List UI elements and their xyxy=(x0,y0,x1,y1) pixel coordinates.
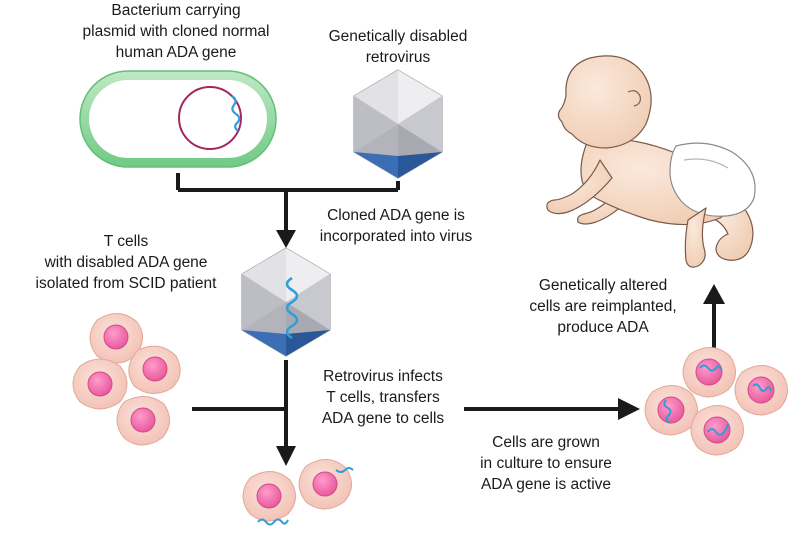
label-grown-line-1: Cells are grown xyxy=(492,434,600,451)
label-retrovirus-line-2: retrovirus xyxy=(366,49,431,66)
cell xyxy=(734,365,788,416)
label-retrovirus-line-1: Genetically disabled xyxy=(329,28,468,45)
label-bacterium-line-2: plasmid with cloned normal xyxy=(83,23,270,40)
label-infects-line-2: T cells, transfers xyxy=(326,389,440,406)
label-retrovirus: Genetically disabled retrovirus xyxy=(329,28,468,66)
arrow-head-to-baby xyxy=(703,284,725,304)
label-reimplanted-line-2: cells are reimplanted, xyxy=(529,298,676,315)
patient-t-cells xyxy=(72,313,181,446)
arrow-head-to-infected-cells xyxy=(276,446,296,466)
label-bacterium-line-1: Bacterium carrying xyxy=(111,2,240,19)
label-reimplanted: Genetically altered cells are reimplante… xyxy=(529,277,676,336)
baby-illustration xyxy=(546,55,756,268)
label-infects-line-1: Retrovirus infects xyxy=(323,368,443,385)
label-tcells: T cells with disabled ADA gene isolated … xyxy=(36,233,218,292)
infection-connector xyxy=(192,360,288,450)
label-grown: Cells are grown in culture to ensure ADA… xyxy=(480,434,612,493)
label-infects: Retrovirus infects T cells, transfers AD… xyxy=(322,368,445,427)
ada-gene-squiggle xyxy=(231,95,241,132)
cell xyxy=(690,405,744,456)
arrow-head-to-loaded-virus xyxy=(276,230,296,248)
label-grown-line-3: ADA gene is active xyxy=(481,476,611,493)
ada-gene-in-virus xyxy=(285,276,299,340)
merge-connector xyxy=(176,173,400,233)
label-incorporated-line-2: incorporated into virus xyxy=(320,228,473,245)
label-incorporated: Cloned ADA gene is incorporated into vir… xyxy=(320,207,473,245)
label-reimplanted-line-3: produce ADA xyxy=(557,319,649,336)
cell xyxy=(116,396,170,446)
cultured-cells xyxy=(644,347,788,456)
cell xyxy=(298,459,354,510)
label-tcells-line-2: with disabled ADA gene xyxy=(44,254,208,271)
plasmid xyxy=(178,86,242,150)
infected-t-cells xyxy=(242,459,354,526)
cell xyxy=(72,358,128,410)
label-grown-line-2: in culture to ensure xyxy=(480,455,612,472)
loaded-retrovirus-icon xyxy=(241,247,331,357)
label-tcells-line-3: isolated from SCID patient xyxy=(36,275,218,292)
label-tcells-line-1: T cells xyxy=(104,233,149,250)
bacterium xyxy=(79,70,277,168)
cell xyxy=(644,385,698,436)
label-bacterium-line-3: human ADA gene xyxy=(116,44,237,61)
label-infects-line-3: ADA gene to cells xyxy=(322,410,445,427)
label-bacterium: Bacterium carrying plasmid with cloned n… xyxy=(83,2,270,61)
retrovirus-icon xyxy=(353,69,443,179)
label-reimplanted-line-1: Genetically altered xyxy=(539,277,667,294)
cell xyxy=(242,471,296,526)
arrow-head-to-culture xyxy=(618,398,640,420)
label-incorporated-line-1: Cloned ADA gene is xyxy=(327,207,465,224)
cell xyxy=(128,345,181,394)
cell xyxy=(682,347,736,398)
cell xyxy=(89,313,143,364)
